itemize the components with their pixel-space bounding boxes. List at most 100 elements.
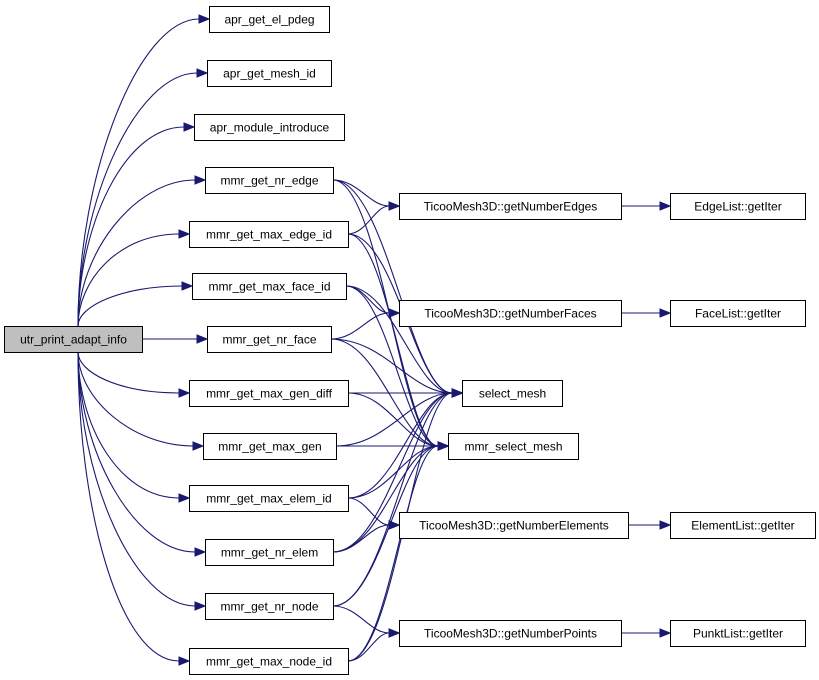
edge-root-mmr_get_max_face_id xyxy=(77,285,183,327)
arrowhead-mmr_get_max_node_id-to-mmr_select_mesh xyxy=(437,441,450,451)
edge-mmr_get_max_elem_id-to-mmr_select_mesh xyxy=(347,445,439,499)
node-mmr-get-max-elem-id[interactable]: mmr_get_max_elem_id xyxy=(189,485,349,512)
node-mmr-get-max-gen[interactable]: mmr_get_max_gen xyxy=(203,433,337,460)
node-box xyxy=(189,485,349,512)
arrowhead-mmr_get_nr_elem-to-tm_elements xyxy=(388,520,401,530)
arrowhead-tm_points-to-punkt_iter xyxy=(659,628,672,638)
node-select-mesh[interactable]: select_mesh xyxy=(462,380,563,407)
edge-root-mmr_get_max_edge_id xyxy=(77,233,180,327)
edge-root-mmr_get_max_gen xyxy=(77,351,194,447)
node-box xyxy=(203,433,337,460)
node-label: TicooMesh3D::getNumberElements xyxy=(419,519,609,533)
node-punkt-iter[interactable]: PunktList::getIter xyxy=(670,620,806,647)
node-box xyxy=(205,593,334,620)
node-mmr-get-nr-face[interactable]: mmr_get_nr_face xyxy=(207,326,332,353)
edge-root-mmr_get_max_gen_diff xyxy=(77,351,180,394)
arrowhead-root-mmr_get_max_edge_id xyxy=(178,229,191,239)
edge-mmr_get_nr_elem-to-select_mesh xyxy=(332,392,453,553)
node-box xyxy=(189,380,349,407)
node-mmr-select-mesh[interactable]: mmr_select_mesh xyxy=(448,433,579,460)
node-box xyxy=(399,620,622,647)
node-box xyxy=(670,512,816,539)
edge-root-mmr_get_nr_edge xyxy=(77,179,196,327)
arrowhead-root-apr_get_el_pdeg xyxy=(198,14,211,24)
node-edge-iter[interactable]: EdgeList::getIter xyxy=(670,193,806,220)
node-mmr-get-nr-node[interactable]: mmr_get_nr_node xyxy=(205,593,334,620)
node-box xyxy=(207,60,332,87)
arrowhead-root-mmr_get_max_gen_diff xyxy=(178,388,191,398)
node-mmr-get-max-gen-diff[interactable]: mmr_get_max_gen_diff xyxy=(189,380,349,407)
function-nodes: utr_print_adapt_info apr_get_el_pdeg apr_g… xyxy=(4,6,816,675)
node-mmr-get-max-node-id[interactable]: mmr_get_max_node_id xyxy=(189,648,349,675)
node-box xyxy=(462,380,563,407)
node-apr-get-mesh-id[interactable]: apr_get_mesh_id xyxy=(207,60,332,87)
node-box xyxy=(192,273,347,300)
node-face-iter[interactable]: FaceList::getIter xyxy=(670,300,806,327)
node-label: apr_get_el_pdeg xyxy=(224,13,314,27)
edge-mmr_get_max_node_id-to-tm_points xyxy=(347,632,390,662)
node-label: mmr_get_max_elem_id xyxy=(206,492,331,506)
node-label: mmr_get_max_edge_id xyxy=(206,228,332,242)
node-tm-edges[interactable]: TicooMesh3D::getNumberEdges xyxy=(399,193,622,220)
node-label: utr_print_adapt_info xyxy=(20,333,127,347)
node-box xyxy=(189,648,349,675)
node-box xyxy=(189,221,349,248)
node-box xyxy=(448,433,579,460)
arrowhead-root-mmr_get_nr_node xyxy=(194,601,207,611)
edge-root-apr_get_el_pdeg xyxy=(77,18,200,327)
node-box xyxy=(194,114,345,141)
node-box xyxy=(4,326,143,353)
node-label: mmr_get_max_gen_diff xyxy=(206,387,333,401)
arrowhead-root-mmr_get_max_gen xyxy=(192,441,205,451)
node-box xyxy=(209,6,330,33)
arrowhead-mmr_get_max_node_id-to-select_mesh xyxy=(451,388,464,398)
node-apr-get-el-pdeg[interactable]: apr_get_el_pdeg xyxy=(209,6,330,33)
edge-mmr_get_nr_node-to-mmr_select_mesh xyxy=(332,445,439,607)
node-label: mmr_get_max_face_id xyxy=(208,280,330,294)
node-label: TicooMesh3D::getNumberPoints xyxy=(424,627,597,641)
node-label: apr_module_introduce xyxy=(210,121,330,135)
node-box xyxy=(205,539,334,566)
edge-root-apr_module_introduce xyxy=(77,126,185,327)
node-mmr-get-nr-elem[interactable]: mmr_get_nr_elem xyxy=(205,539,334,566)
node-apr-module-introduce[interactable]: apr_module_introduce xyxy=(194,114,345,141)
node-label: mmr_get_nr_face xyxy=(222,333,316,347)
edge-mmr_get_max_face_id-to-select_mesh xyxy=(345,285,453,394)
node-tm-points[interactable]: TicooMesh3D::getNumberPoints xyxy=(399,620,622,647)
node-label: apr_get_mesh_id xyxy=(223,67,316,81)
node-label: mmr_get_max_gen xyxy=(218,440,321,454)
arrowhead-root-mmr_get_nr_face xyxy=(196,334,209,344)
node-mmr-get-nr-edge[interactable]: mmr_get_nr_edge xyxy=(205,167,334,194)
node-mmr-get-max-edge-id[interactable]: mmr_get_max_edge_id xyxy=(189,221,349,248)
node-label: ElementList::getIter xyxy=(691,519,794,533)
edge-mmr_get_nr_face-to-select_mesh xyxy=(330,338,453,394)
edge-mmr_get_nr_elem-to-mmr_select_mesh xyxy=(332,445,439,553)
node-label: select_mesh xyxy=(479,387,546,401)
node-box xyxy=(205,167,334,194)
node-box xyxy=(399,193,622,220)
node-label: mmr_get_max_node_id xyxy=(206,655,332,669)
node-label: TicooMesh3D::getNumberFaces xyxy=(424,307,596,321)
node-box xyxy=(207,326,332,353)
node-label: mmr_get_nr_edge xyxy=(220,174,318,188)
node-mmr-get-max-face-id[interactable]: mmr_get_max_face_id xyxy=(192,273,347,300)
node-label: mmr_select_mesh xyxy=(464,440,562,454)
edge-root-mmr_get_max_elem_id xyxy=(77,351,180,499)
arrowhead-mmr_get_max_edge_id-to-tm_edges xyxy=(388,201,401,211)
node-box xyxy=(399,512,629,539)
node-tm-elements[interactable]: TicooMesh3D::getNumberElements xyxy=(399,512,629,539)
arrowhead-root-apr_get_mesh_id xyxy=(196,68,209,78)
arrowhead-root-mmr_get_nr_elem xyxy=(194,547,207,557)
edge-root-apr_get_mesh_id xyxy=(77,72,198,327)
node-label: mmr_get_nr_node xyxy=(220,600,318,614)
arrowhead-root-mmr_get_max_elem_id xyxy=(178,493,191,503)
arrowhead-root-apr_module_introduce xyxy=(183,122,196,132)
node-label: PunktList::getIter xyxy=(693,627,783,641)
node-element-iter[interactable]: ElementList::getIter xyxy=(670,512,816,539)
edge-mmr_get_max_edge_id-to-tm_edges xyxy=(347,205,390,235)
node-tm-faces[interactable]: TicooMesh3D::getNumberFaces xyxy=(399,300,622,327)
node-root[interactable]: utr_print_adapt_info xyxy=(4,326,143,353)
arrowhead-mmr_get_max_node_id-to-tm_points xyxy=(388,628,401,638)
call-edges xyxy=(77,14,672,666)
